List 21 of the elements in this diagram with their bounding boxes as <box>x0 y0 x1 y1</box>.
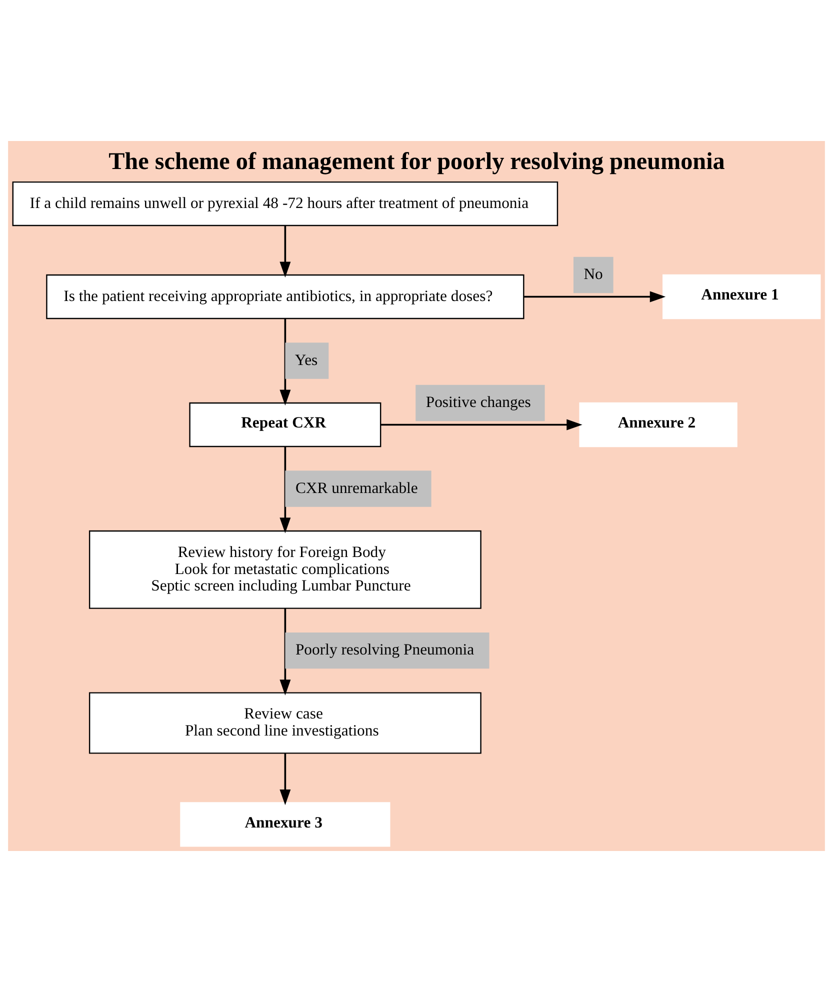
arrow <box>380 418 582 430</box>
edge-label: CXR unremarkable <box>295 479 418 496</box>
node-box: Annexure 2 <box>579 402 738 447</box>
arrow <box>280 318 291 406</box>
node-box: If a child remains unwell or pyrexial 48 -72 hours after treatment of pneumonia <box>12 180 558 226</box>
arrow <box>524 290 666 302</box>
node-box: Annexure 1 <box>662 274 821 319</box>
edge-label: Poorly resolving Pneumonia <box>295 641 474 658</box>
edge-label: Positive changes <box>426 394 531 411</box>
node-box: Annexure 3 <box>180 802 390 846</box>
arrow <box>280 608 291 695</box>
node-box: Review history for Foreign Body Look for metastatic complications Septic screen including Lumbar Puncture <box>88 530 482 608</box>
arrow <box>280 446 291 533</box>
arrow <box>280 225 291 278</box>
node-box: Is the patient receiving appropriate antibiotics, in appropriate doses? <box>46 274 524 319</box>
edge-label: Yes <box>294 351 318 368</box>
diagram-title: The scheme of management for poorly resolving pneumonia <box>108 147 725 174</box>
edge-label: No <box>584 266 603 283</box>
arrow <box>280 752 291 805</box>
node-box: Repeat CXR <box>189 402 382 447</box>
node-box: Review case Plan second line investigations <box>88 692 482 754</box>
